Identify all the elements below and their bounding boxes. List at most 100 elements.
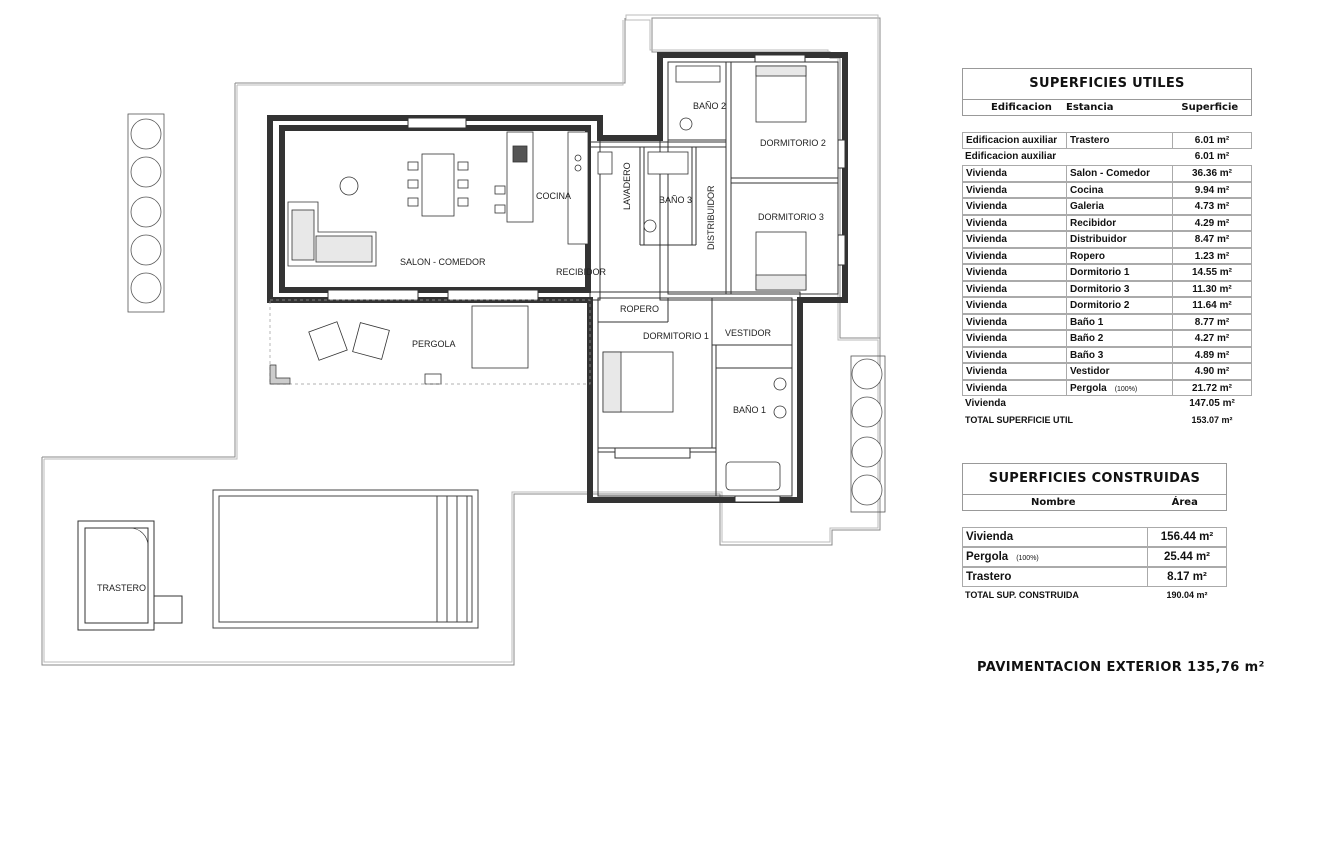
label-salon: SALON - COMEDOR (400, 257, 486, 267)
utiles-row: Vivienda Baño 3 4.89 m² (962, 346, 1252, 363)
row-estancia-label: Galeria (1070, 201, 1104, 212)
row-estancia: Galeria (1066, 198, 1172, 215)
row-estancia-label: Baño 3 (1070, 349, 1104, 361)
label-recibidor: RECIBIDOR (556, 267, 607, 277)
header-superficie: Superficie (1181, 102, 1239, 113)
label-dormitorio3: DORMITORIO 3 (758, 212, 824, 222)
row-superficie: 21.72 m² (1172, 379, 1252, 396)
row-estancia: Dormitorio 1 (1066, 264, 1172, 281)
row-estancia: Recibidor (1066, 214, 1172, 231)
construidas-total-row: TOTAL SUP. CONSTRUIDA 190.04 m² (962, 587, 1227, 603)
row-edificacion: Vivienda (962, 165, 1066, 182)
utiles-title: SUPERFICIES UTILES (962, 68, 1252, 99)
superficies-construidas-table: SUPERFICIES CONSTRUIDAS Nombre Área Vivi… (962, 463, 1227, 603)
row-estancia-label: Baño 1 (1070, 316, 1104, 328)
header-estancia: Estancia (1065, 102, 1114, 113)
row-estancia: Ropero (1066, 247, 1172, 264)
row-estancia-label: Vestidor (1070, 366, 1110, 377)
row-edificacion: Vivienda (962, 330, 1066, 347)
header-area: Área (1171, 497, 1198, 508)
pergola-outline (269, 299, 591, 385)
row-superficie: 4.27 m² (1172, 330, 1252, 347)
floor-plan: SALON - COMEDOR COCINA LAVADERO BAÑO 3 B… (41, 14, 886, 666)
row-nombre: Trastero (962, 567, 1147, 587)
construidas-header: Nombre Área (962, 494, 1227, 511)
row-edificacion: Vivienda (962, 346, 1066, 363)
row-estancia: Trastero (1066, 132, 1172, 149)
row-edificacion: Vivienda (962, 313, 1066, 330)
row-area: 8.17 m² (1147, 567, 1227, 587)
pavimentacion-exterior: PAVIMENTACION EXTERIOR 135,76 m² (977, 660, 1265, 675)
row-estancia: Baño 1 (1066, 313, 1172, 330)
row-area: 156.44 m² (1147, 527, 1227, 547)
row-estancia (1066, 149, 1172, 166)
row-nombre: Pergola (100%) (962, 547, 1147, 567)
row-estancia: Distribuidor (1066, 231, 1172, 248)
plot-boundary (41, 17, 881, 666)
label-bano2: BAÑO 2 (693, 101, 726, 111)
total-util-label: TOTAL SUPERFICIE UTIL (965, 414, 1074, 425)
row-estancia: Dormitorio 3 (1066, 280, 1172, 297)
row-nombre-label: Trastero (966, 571, 1012, 583)
row-estancia-label: Dormitorio 1 (1070, 267, 1130, 278)
row-superficie: 4.89 m² (1172, 346, 1252, 363)
row-estancia: Vestidor (1066, 363, 1172, 380)
row-nombre-label: Vivienda (966, 531, 1014, 543)
superficies-utiles-table: SUPERFICIES UTILES Edificacion Estancia … (962, 68, 1252, 429)
row-estancia-label: Cocina (1070, 184, 1104, 196)
row-edificacion: Edificacion auxiliar (965, 150, 1057, 162)
row-estancia: Cocina (1066, 181, 1172, 198)
total-construida-label: TOTAL SUP. CONSTRUIDA (965, 590, 1079, 600)
label-lavadero: LAVADERO (622, 162, 632, 210)
row-estancia: Baño 2 (1066, 330, 1172, 347)
row-superficie: 14.55 m² (1172, 264, 1252, 281)
subtotal-label: Vivienda (965, 398, 1006, 409)
row-estancia-label: Pergola (1070, 382, 1107, 394)
row-edificacion: Vivienda (962, 247, 1066, 264)
label-dormitorio2: DORMITORIO 2 (760, 138, 826, 148)
label-trastero: TRASTERO (97, 583, 146, 593)
row-superficie: 11.64 m² (1172, 297, 1252, 314)
utiles-subtotal-row: Vivienda 147.05 m² (962, 396, 1252, 413)
utiles-header: Edificacion Estancia Superficie (962, 99, 1252, 116)
label-bano3: BAÑO 3 (659, 195, 692, 205)
row-edificacion: Vivienda (962, 363, 1066, 380)
row-note: (100%) (1016, 555, 1039, 562)
trastero-building (77, 520, 155, 631)
row-estancia-label: Dormitorio 3 (1070, 283, 1130, 295)
row-superficie: 6.01 m² (1172, 132, 1252, 149)
construidas-row: Trastero 8.17 m² (962, 567, 1227, 587)
total-construida-value: 190.04 m² (1166, 590, 1208, 600)
row-estancia-label: Ropero (1070, 250, 1105, 262)
row-superficie: 4.29 m² (1172, 214, 1252, 231)
row-area: 25.44 m² (1147, 547, 1227, 567)
subtotal-value: 147.05 m² (1189, 398, 1235, 409)
construidas-row: Pergola (100%) 25.44 m² (962, 547, 1227, 567)
label-ropero: ROPERO (620, 304, 659, 314)
header-edificacion: Edificacion (991, 102, 1052, 113)
row-estancia: Dormitorio 2 (1066, 297, 1172, 314)
label-bano1: BAÑO 1 (733, 405, 766, 415)
row-estancia-label: Distribuidor (1070, 234, 1127, 245)
row-edificacion: Vivienda (962, 280, 1066, 297)
row-estancia: Salon - Comedor (1066, 165, 1172, 182)
row-estancia: Baño 3 (1066, 346, 1172, 363)
label-pergola: PERGOLA (412, 339, 456, 349)
label-dormitorio1: DORMITORIO 1 (643, 331, 709, 341)
row-superficie: 8.47 m² (1172, 231, 1252, 248)
label-vestidor: VESTIDOR (725, 328, 772, 338)
row-nombre-label: Pergola (966, 551, 1009, 563)
row-superficie: 8.77 m² (1172, 313, 1252, 330)
